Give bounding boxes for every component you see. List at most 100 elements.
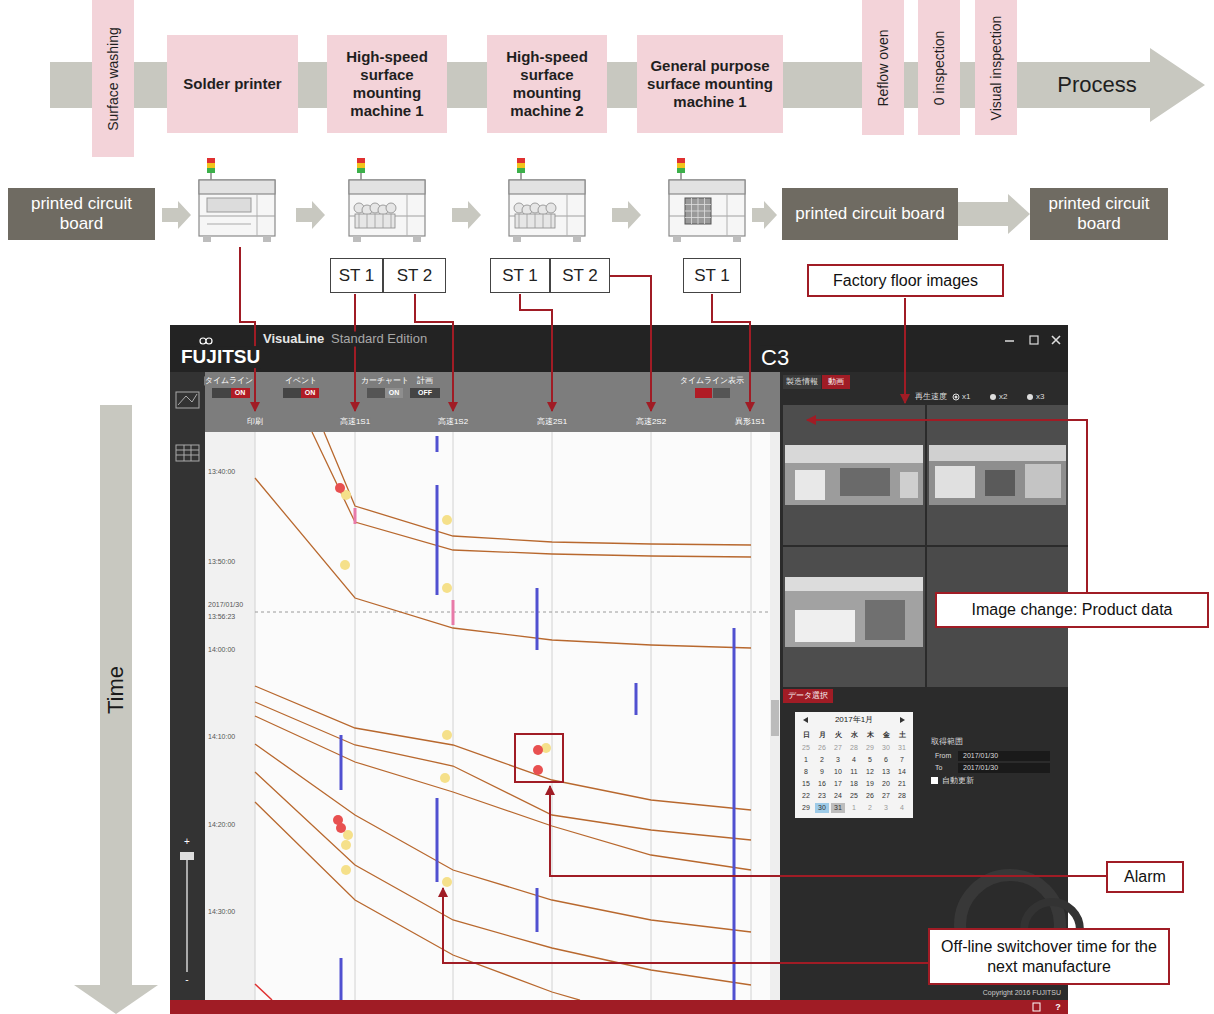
process-step: Surface washing xyxy=(92,0,134,157)
software-screenshot xyxy=(205,432,255,1000)
factory-photo xyxy=(783,405,925,545)
range-field: 取得範囲 xyxy=(930,737,964,746)
mounting-machine-icon xyxy=(357,158,365,180)
mounting-machine-icon xyxy=(519,214,551,228)
calendar-day: 24 xyxy=(833,792,843,800)
time-label: 13:50:00 xyxy=(207,558,236,566)
node-text: High-speed surface mounting machine 2 xyxy=(495,48,599,120)
software-screenshot xyxy=(178,394,197,405)
node-text: printed circuit board xyxy=(16,194,147,235)
software-screenshot xyxy=(283,388,319,398)
app-title: Standard Edition xyxy=(330,332,428,347)
software-screenshot xyxy=(436,485,439,595)
playback-speed: 再生速度 xyxy=(914,392,948,401)
node-text: Off-line switchover time for the next ma… xyxy=(940,937,1158,977)
calendar-day: 30 xyxy=(881,744,891,752)
flow-arrow xyxy=(162,201,777,229)
factory-photo xyxy=(929,445,1066,505)
toggle-label: ON xyxy=(304,389,317,397)
software-screenshot xyxy=(340,490,551,887)
software-screenshot xyxy=(205,372,780,432)
node-text: High-speed surface mounting machine 1 xyxy=(335,48,439,120)
factory-photo xyxy=(840,468,890,496)
general-machine-icon xyxy=(698,198,699,224)
software-screenshot xyxy=(953,394,959,400)
weekday: 火 xyxy=(834,731,843,739)
solder-printer-icon xyxy=(207,224,251,225)
weekday: 月 xyxy=(818,731,827,739)
mounting-machine-icon xyxy=(359,214,360,228)
column-header: 印刷 xyxy=(246,417,264,426)
software-screenshot xyxy=(336,823,346,833)
calendar-day: 15 xyxy=(801,780,811,788)
leader-line xyxy=(550,786,1106,876)
calendar-day: 25 xyxy=(849,792,859,800)
software-screenshot xyxy=(341,865,351,875)
calendar-day: 25 xyxy=(801,744,811,752)
software-screenshot xyxy=(180,852,194,860)
mounting-machine-icon xyxy=(349,180,425,242)
software-screenshot xyxy=(170,325,1068,372)
software-screenshot xyxy=(231,388,250,398)
calendar-day: 12 xyxy=(865,768,875,776)
software-screenshot xyxy=(515,734,563,782)
calendar-day: 11 xyxy=(849,768,858,776)
calendar-day: 19 xyxy=(865,780,875,788)
mounting-machine-icon xyxy=(514,203,556,228)
factory-photo xyxy=(785,445,923,463)
process-step: 0 inspection xyxy=(918,0,960,135)
software-screenshot xyxy=(255,612,768,613)
software-screenshot xyxy=(410,388,440,398)
weekday: 土 xyxy=(898,731,907,739)
flow-arrow xyxy=(612,201,641,229)
software-screenshot xyxy=(255,772,751,985)
playback-speed: x1 xyxy=(961,392,971,401)
calendar-day: 4 xyxy=(899,804,905,812)
weekday: 日 xyxy=(802,731,811,739)
software-screenshot xyxy=(312,432,751,557)
leader-line xyxy=(712,294,750,411)
factory-photo xyxy=(795,610,855,642)
process-step: Solder printer xyxy=(167,35,298,133)
software-screenshot xyxy=(771,700,779,736)
software-screenshot xyxy=(1033,1003,1040,1011)
column-header: 高速1S1 xyxy=(339,417,371,426)
time-label: 2017/01/30 xyxy=(207,601,244,609)
software-screenshot xyxy=(440,773,450,783)
solder-printer-icon xyxy=(207,158,215,180)
factory-photo xyxy=(935,466,975,498)
software-screenshot xyxy=(341,840,351,850)
mounting-machine-icon xyxy=(367,214,368,228)
software-screenshot xyxy=(212,388,250,398)
software-screenshot xyxy=(200,338,212,344)
column-header: 異形1S1 xyxy=(734,417,766,426)
flow-arrow xyxy=(296,201,325,229)
calendar-day: 7 xyxy=(899,756,905,764)
node-text: ST 2 xyxy=(397,266,433,286)
calendar-day: 31 xyxy=(833,804,843,812)
factory-photo xyxy=(783,547,925,687)
toggle-label: ON xyxy=(388,389,401,397)
playback-speed: x3 xyxy=(1035,392,1045,401)
weekday: 金 xyxy=(882,731,891,739)
node-text: printed circuit board xyxy=(1038,194,1160,235)
solder-printer-icon xyxy=(207,198,251,212)
process-step: Visual inspection xyxy=(975,0,1017,135)
mounting-machine-icon xyxy=(527,214,528,228)
mounting-machine-icon xyxy=(551,214,552,228)
time-label: 14:10:00 xyxy=(207,733,236,741)
solder-printer-icon xyxy=(199,180,275,242)
help-icon: ? xyxy=(1054,1002,1062,1012)
calendar-day: 29 xyxy=(801,804,811,812)
software-screenshot xyxy=(333,483,543,833)
callout-box: Image change: Product data xyxy=(935,592,1209,628)
software-screenshot xyxy=(780,372,1068,1000)
playback-speed: x2 xyxy=(998,392,1008,401)
software-screenshot xyxy=(324,432,751,545)
callout-box: Alarm xyxy=(1106,861,1184,893)
software-screenshot xyxy=(355,432,356,1000)
factory-photo xyxy=(865,600,905,640)
software-screenshot xyxy=(1005,340,1014,342)
node-text: ST 2 xyxy=(562,266,598,286)
